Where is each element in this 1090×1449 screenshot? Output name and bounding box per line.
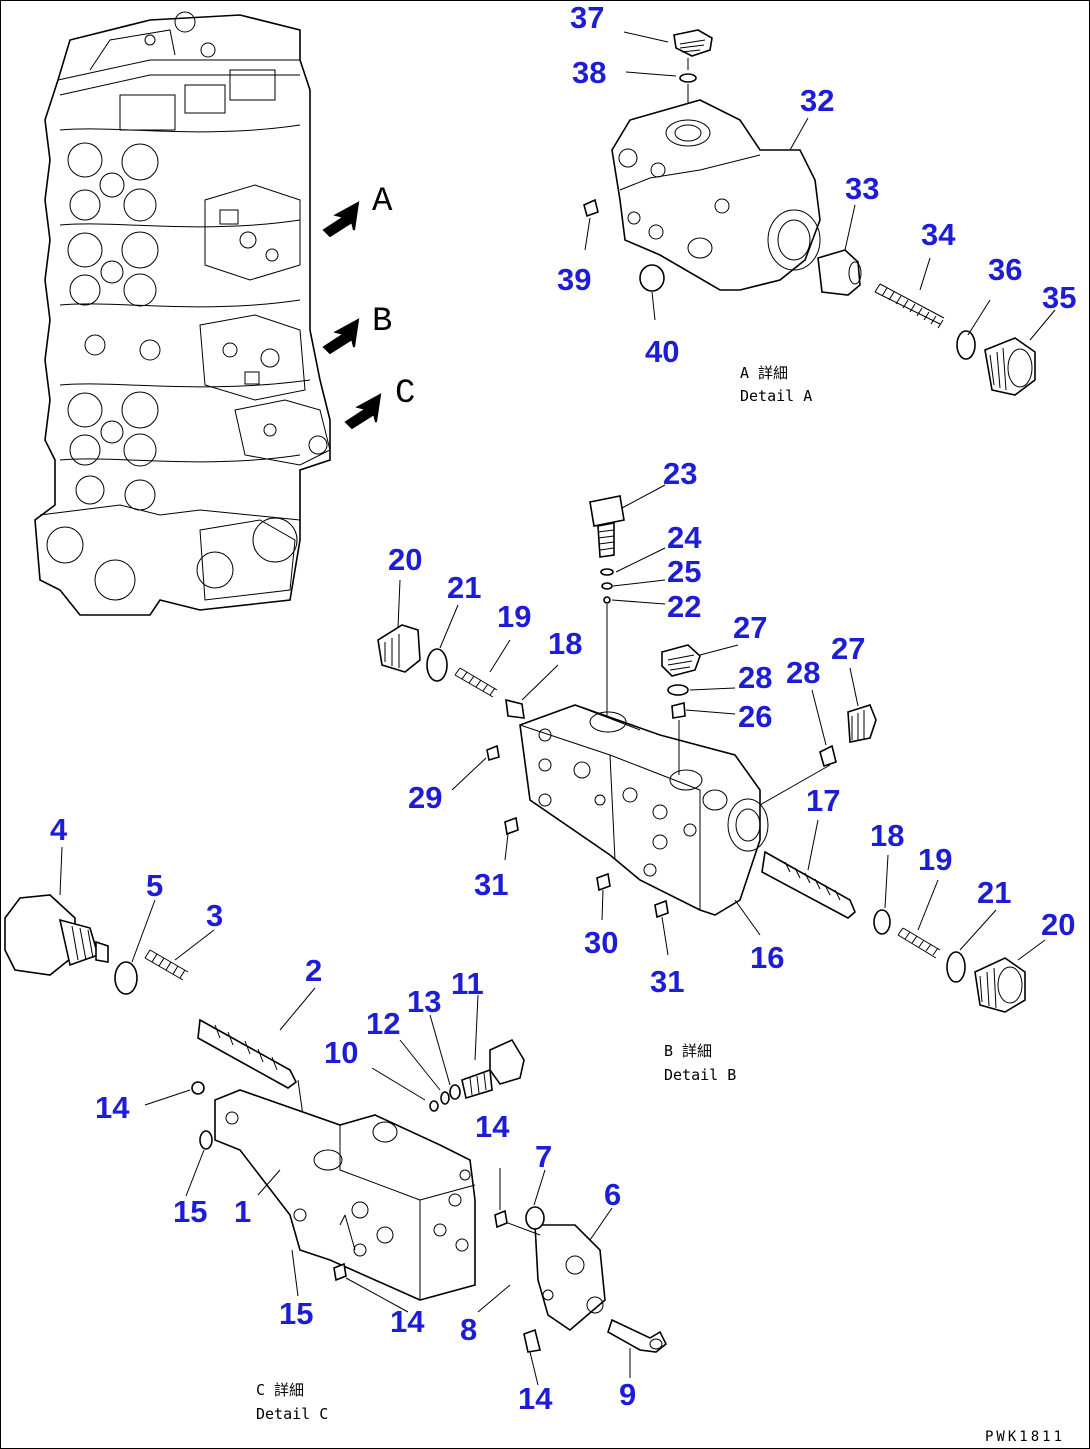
callout-10: 10: [324, 1035, 358, 1070]
callout-18-right: 18: [870, 818, 904, 853]
callout-34: 34: [921, 217, 956, 252]
detail-c-caption-jp: C 詳細: [256, 1381, 304, 1399]
callout-32: 32: [800, 83, 834, 118]
detail-b-caption-jp: B 詳細: [664, 1042, 712, 1060]
callout-39: 39: [557, 262, 591, 297]
callout-33: 33: [845, 171, 879, 206]
section-letter-c: C: [395, 375, 415, 413]
callout-37: 37: [570, 0, 604, 35]
callout-17: 17: [806, 783, 840, 818]
callout-28-right: 28: [786, 655, 820, 690]
detail-a-caption-en: Detail A: [740, 387, 812, 405]
detail-c-leaders: [59, 846, 631, 1386]
callout-9: 9: [619, 1377, 636, 1412]
callout-30: 30: [584, 925, 618, 960]
callout-14-right: 14: [475, 1109, 510, 1144]
callout-1: 1: [234, 1194, 251, 1229]
callout-20-left: 20: [388, 542, 422, 577]
detail-c-caption-en: Detail C: [256, 1405, 328, 1423]
callout-16: 16: [750, 940, 784, 975]
callout-38: 38: [572, 55, 606, 90]
drawing-code: PWK1811: [985, 1429, 1065, 1445]
callout-12: 12: [366, 1006, 400, 1041]
callout-23: 23: [663, 456, 697, 491]
callout-18-left: 18: [548, 626, 582, 661]
callout-14-left: 14: [95, 1090, 130, 1125]
valve-assembly-view: A B C: [34, 11, 415, 616]
callout-25: 25: [667, 554, 701, 589]
detail-c-callouts: 4 5 3 2 13 11 12 10 14 14 7 6 15 1 15 14…: [50, 812, 636, 1416]
callout-14-lower: 14: [518, 1381, 553, 1416]
callout-13: 13: [407, 984, 441, 1019]
detail-a-leaders: [584, 31, 1056, 341]
callout-28-upper: 28: [738, 660, 772, 695]
callout-27-upper: 27: [733, 610, 767, 645]
detail-c-view: [4, 894, 668, 1353]
callout-14-bottom: 14: [390, 1304, 425, 1339]
callout-2: 2: [305, 953, 322, 988]
callout-22: 22: [667, 589, 701, 624]
section-letter-a: A: [372, 183, 393, 221]
detail-b-callouts: 23 24 25 22 20 21 19 18 27 28 26 28 27 2…: [388, 456, 1075, 999]
callout-27-right: 27: [831, 631, 865, 666]
valve-block-body: [34, 11, 331, 616]
callout-19-right: 19: [918, 842, 952, 877]
callout-26: 26: [738, 699, 772, 734]
detail-a-caption-jp: A 詳細: [740, 364, 788, 382]
callout-7: 7: [535, 1139, 552, 1174]
callout-40: 40: [645, 334, 679, 369]
detail-b-caption-en: Detail B: [664, 1066, 736, 1084]
detail-b-view: [377, 495, 1026, 1013]
callout-31-left: 31: [474, 867, 508, 902]
callout-8: 8: [460, 1312, 477, 1347]
callout-11: 11: [451, 966, 484, 1001]
callout-4: 4: [50, 812, 68, 847]
callout-20-right: 20: [1041, 907, 1075, 942]
callout-35: 35: [1042, 280, 1076, 315]
detail-a-callouts: 37 38 32 33 34 36 35 39 40: [557, 0, 1076, 369]
callout-21-left: 21: [447, 570, 481, 605]
detail-b-leaders: [397, 484, 1046, 961]
callout-21-right: 21: [977, 875, 1011, 910]
callout-24: 24: [667, 520, 702, 555]
callout-31-right: 31: [650, 964, 684, 999]
callout-5: 5: [146, 868, 163, 903]
callout-6: 6: [604, 1177, 621, 1212]
callout-36: 36: [988, 252, 1022, 287]
callout-3: 3: [206, 898, 223, 933]
callout-15-bottom: 15: [279, 1296, 313, 1331]
callout-29: 29: [408, 780, 442, 815]
callout-19-left: 19: [497, 599, 531, 634]
callout-15-left: 15: [173, 1194, 207, 1229]
section-arrows: [322, 201, 382, 430]
section-letter-b: B: [372, 303, 392, 341]
detail-a-view: [583, 29, 1036, 396]
